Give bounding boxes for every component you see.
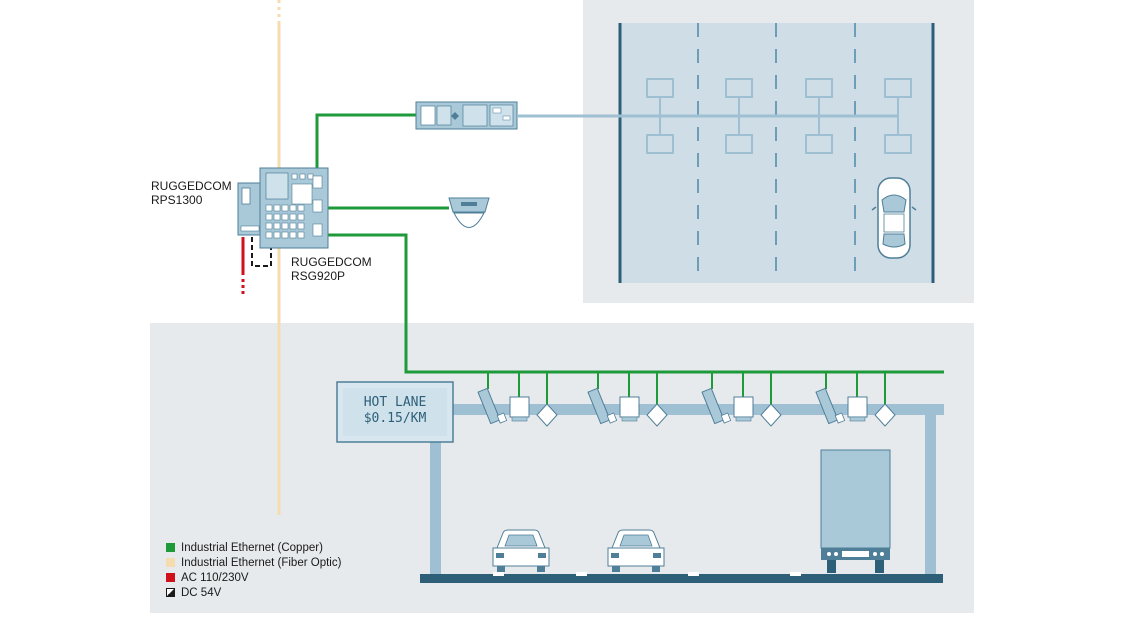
legend-item-fiber: Industrial Ethernet (Fiber Optic) — [166, 555, 341, 570]
reader-base — [621, 416, 638, 422]
lane-camera-icon — [815, 387, 839, 425]
tag-reader-icon — [847, 396, 868, 418]
tag-reader-icon — [509, 396, 530, 418]
rps1300-label-line1: RUGGEDCOM — [151, 179, 232, 193]
camera-lens-icon — [834, 412, 846, 424]
car-top-view-icon — [871, 177, 917, 259]
legend-label: DC 54V — [181, 586, 222, 599]
rsg920p-label-line2: RSG920P — [291, 269, 346, 283]
lane-camera-icon — [587, 387, 611, 425]
road-sensor-network — [517, 78, 912, 154]
sign-line-1: HOT LANE — [364, 395, 427, 410]
rsg920p-switch — [259, 167, 329, 249]
lane-camera-icon — [701, 387, 725, 425]
car-icon — [607, 529, 665, 572]
antenna-icon — [760, 403, 782, 427]
lane-camera-icon — [477, 387, 501, 425]
legend-item-dc: DC 54V — [166, 585, 341, 600]
antenna-icon — [874, 403, 896, 427]
dc-power-line — [251, 237, 272, 267]
legend-item-ac: AC 110/230V — [166, 570, 341, 585]
camera-lens-icon — [606, 412, 618, 424]
reader-base — [735, 416, 752, 422]
dc-swatch — [166, 588, 175, 597]
antenna-icon — [646, 403, 668, 427]
fiber-swatch — [166, 558, 175, 567]
legend-label: Industrial Ethernet (Copper) — [181, 541, 323, 554]
antenna-icon — [536, 403, 558, 427]
tag-reader-icon — [619, 396, 640, 418]
rsg920p-label-line1: RUGGEDCOM — [291, 255, 372, 269]
reader-base — [849, 416, 866, 422]
copper-link-controller — [315, 113, 416, 168]
legend-item-copper: Industrial Ethernet (Copper) — [166, 540, 341, 555]
rps1300-label-line2: RPS1300 — [151, 193, 203, 207]
dome-camera-icon — [448, 197, 490, 228]
car-icon — [492, 529, 550, 572]
toll-sign-board — [336, 381, 454, 443]
gantry-structure — [420, 404, 944, 583]
legend-label: Industrial Ethernet (Fiber Optic) — [181, 556, 342, 569]
camera-lens-icon — [720, 412, 732, 424]
copper-link-gantry — [328, 233, 944, 374]
truck-icon — [820, 449, 891, 573]
camera-lens-icon — [496, 412, 508, 424]
sign-line-2: $0.15/KM — [364, 411, 427, 426]
rps1300-device — [237, 182, 263, 236]
copper-swatch — [166, 543, 175, 552]
reader-base — [511, 416, 528, 422]
legend-label: AC 110/230V — [181, 571, 249, 584]
ac-swatch — [166, 573, 175, 582]
tag-reader-icon — [733, 396, 754, 418]
roadside-controller — [415, 101, 518, 130]
legend: Industrial Ethernet (Copper) Industrial … — [166, 540, 341, 600]
